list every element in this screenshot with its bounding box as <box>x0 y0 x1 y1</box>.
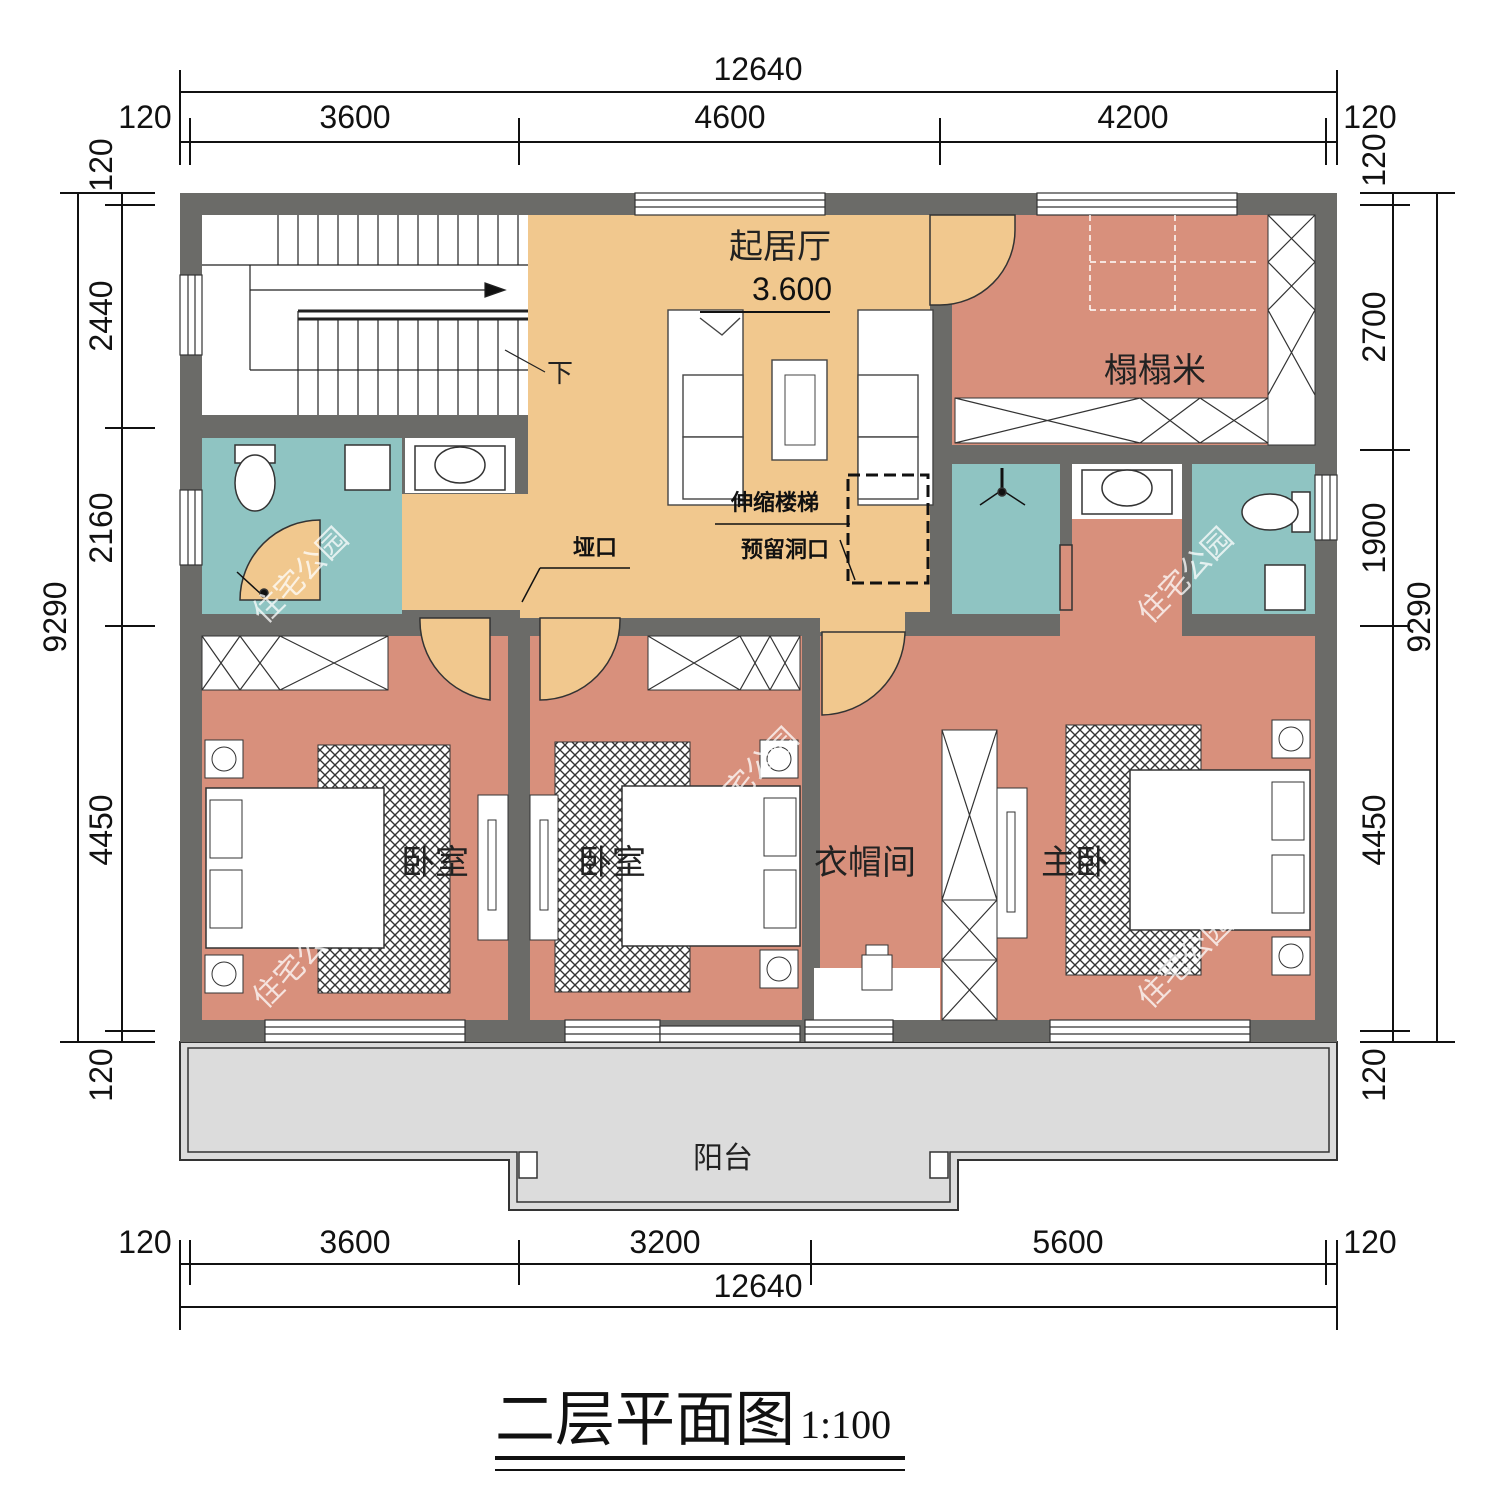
master-bath-fixtures <box>979 468 1311 611</box>
left-bottom-edge-dim: 120 <box>83 1048 119 1101</box>
master-furniture <box>861 719 1311 1021</box>
left-total-dim: 9290 <box>37 581 73 652</box>
living-hall-floor <box>320 215 930 632</box>
top-seg-2-dim: 4600 <box>694 99 765 135</box>
top-right-edge-dim: 120 <box>1343 99 1396 135</box>
closet-label: 衣帽间 <box>814 843 916 883</box>
shower-floor <box>952 464 1060 614</box>
title-text: 二层平面图 <box>495 1385 795 1455</box>
bedroom1-furniture <box>201 635 509 994</box>
top-seg-1-dim: 3600 <box>319 99 390 135</box>
bedroom2-furniture <box>529 635 801 993</box>
left-top-edge-dim: 120 <box>83 138 119 191</box>
floor-elevation: 3.600 <box>752 271 832 307</box>
bottom-seg-2-dim: 3200 <box>629 1224 700 1260</box>
bottom-total-dim: 12640 <box>714 1268 803 1304</box>
doorway-label: 垭口 <box>573 536 617 561</box>
reserved-opening-label: 预留洞口 <box>741 537 829 563</box>
stair-area <box>202 215 528 415</box>
living-room-label: 起居厅 <box>729 227 831 267</box>
right-total-dim: 9290 <box>1401 581 1437 652</box>
bottom-seg-1-dim: 3600 <box>319 1224 390 1260</box>
left-seg-3-dim: 4450 <box>83 794 119 865</box>
right-seg-3-dim: 4450 <box>1356 794 1392 865</box>
left-bath-fixtures <box>234 444 506 598</box>
bottom-seg-3-dim: 5600 <box>1032 1224 1103 1260</box>
tatami-furniture <box>954 214 1316 446</box>
left-seg-1-dim: 2440 <box>83 280 119 351</box>
drawing-title: 二层平面图 1:100 <box>495 1385 905 1471</box>
bedroom1-label: 卧室 <box>401 843 469 883</box>
balcony-label: 阳台 <box>693 1141 753 1176</box>
top-seg-3-dim: 4200 <box>1097 99 1168 135</box>
stair-down-label: 下 <box>547 359 573 389</box>
bottom-left-edge-dim: 120 <box>118 1224 171 1260</box>
living-furniture <box>667 309 934 506</box>
top-total-dim: 12640 <box>714 51 803 87</box>
right-seg-1-dim: 2700 <box>1356 291 1392 362</box>
left-seg-2-dim: 2160 <box>83 492 119 563</box>
bottom-dimensions: 120 120 3600 3200 5600 12640 <box>118 1224 1397 1330</box>
staircase <box>202 215 546 415</box>
master-bedroom-label: 主卧 <box>1041 843 1109 883</box>
right-seg-2-dim: 1900 <box>1356 502 1392 573</box>
bedroom2-label: 卧室 <box>578 843 646 883</box>
right-bottom-edge-dim: 120 <box>1356 1048 1392 1101</box>
top-dimensions: 12640 120 120 3600 4600 4200 <box>118 51 1397 165</box>
top-left-edge-dim: 120 <box>118 99 171 135</box>
balcony: 阳台 <box>179 1041 1338 1211</box>
bottom-right-edge-dim: 120 <box>1343 1224 1396 1260</box>
left-dimensions: 9290 120 120 2440 2160 4450 <box>37 138 155 1102</box>
scale-text: 1:100 <box>800 1402 891 1447</box>
doors <box>239 214 1073 716</box>
retractable-stair-label: 伸缩楼梯 <box>730 490 819 516</box>
right-top-edge-dim: 120 <box>1356 133 1392 186</box>
retractable-stair-opening <box>521 473 930 603</box>
right-dimensions: 9290 120 120 2700 1900 4450 <box>1356 133 1455 1102</box>
tatami-room-label: 榻榻米 <box>1104 351 1206 391</box>
windows <box>179 192 1338 1043</box>
